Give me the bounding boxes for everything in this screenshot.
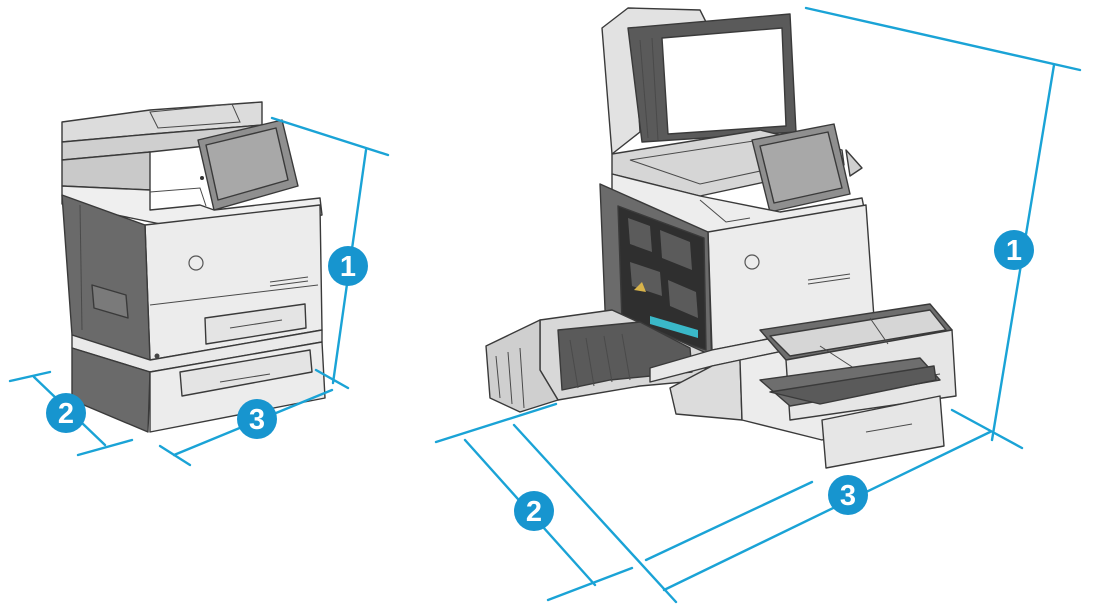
left-printer-closed bbox=[61, 101, 326, 433]
left-control-panel bbox=[197, 119, 299, 211]
right-printer-open bbox=[485, 7, 957, 469]
left-hp-logo-icon bbox=[188, 255, 204, 271]
svg-text:2: 2 bbox=[58, 398, 74, 430]
right-tray-3-open bbox=[759, 357, 945, 469]
svg-text:3: 3 bbox=[840, 480, 856, 512]
right-callout-1: 1 bbox=[994, 230, 1034, 270]
svg-text:1: 1 bbox=[340, 251, 356, 283]
right-callout-2: 2 bbox=[514, 491, 554, 531]
left-adf-scanner bbox=[61, 101, 263, 191]
right-callout-3: 3 bbox=[828, 475, 868, 515]
left-callout-1: 1 bbox=[328, 246, 368, 286]
left-callout-3: 3 bbox=[237, 399, 277, 439]
left-tray-3 bbox=[179, 349, 313, 397]
svg-text:3: 3 bbox=[249, 404, 265, 436]
left-callout-2: 2 bbox=[46, 393, 86, 433]
left-feeder-side bbox=[71, 347, 151, 433]
svg-text:2: 2 bbox=[526, 496, 542, 528]
svg-text:1: 1 bbox=[1006, 235, 1022, 267]
right-control-panel bbox=[751, 123, 863, 213]
right-hp-logo-icon bbox=[744, 254, 760, 270]
right-scanner-lid-open bbox=[601, 7, 797, 155]
